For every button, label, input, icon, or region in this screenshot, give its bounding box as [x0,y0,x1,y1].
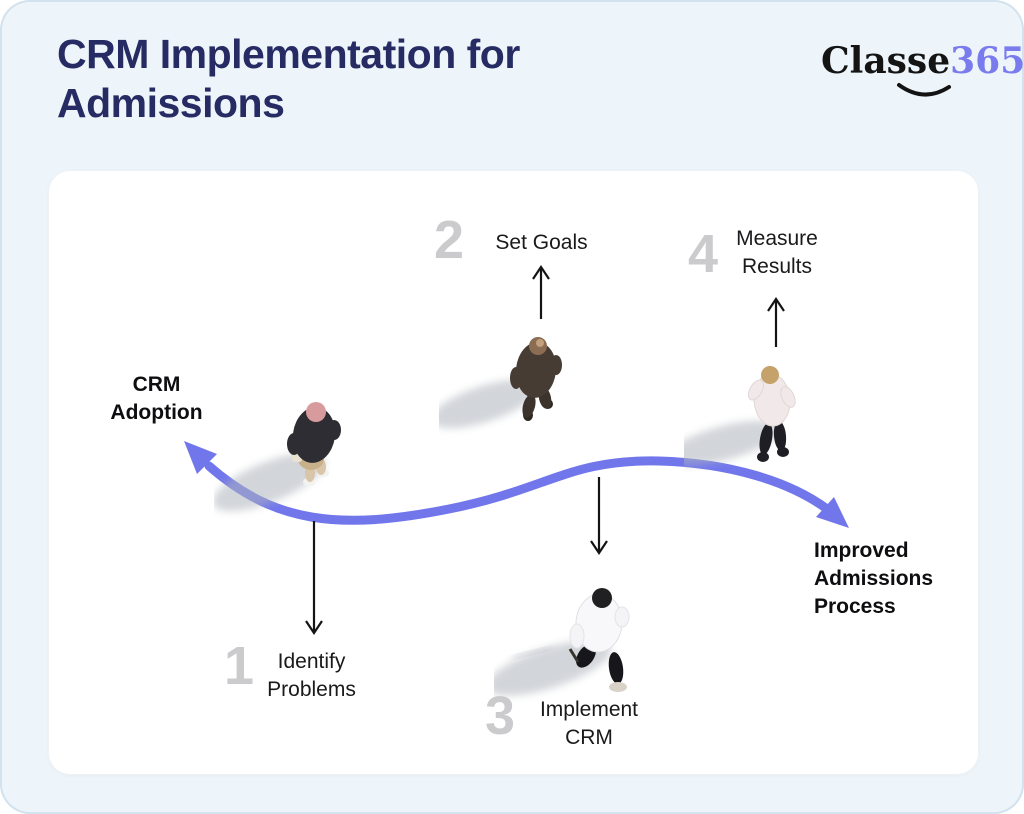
step-number-4: 4 [687,224,719,284]
page-title: CRM Implementation for Admissions [57,30,520,128]
arrow-down-step3 [590,477,608,555]
step-label-set-goals: Set Goals [495,231,588,254]
person-walking-suit-top-view [439,337,562,429]
endpoint-improved-admissions-process: Improved Admissions Process [814,539,934,618]
smile-icon [897,83,951,97]
step-label-implement-crm: Implement CRM [539,698,639,749]
classe365-logo: Classe365 [821,40,1024,102]
arrow-up-step4 [767,297,785,347]
step-label-measure-results: Measure Results [736,227,818,278]
person-walking-dark-jacket-top-view [214,402,341,512]
arrowhead-end [816,497,849,528]
person-standing-light-shirt-top-view [684,366,796,466]
step-label-identify-problems: Identify Problems [267,650,356,701]
page-title-line1: CRM Implementation for [57,31,520,77]
arrow-down-step1 [305,521,323,635]
diagram-card: 2 Set Goals 4 Measure Results CRM Adopti… [48,170,979,775]
page-title-line2: Admissions [57,80,285,126]
step-number-3: 3 [484,686,516,746]
logo-text-accent: 365 [950,40,1024,82]
arrowhead-start [184,441,217,474]
logo-text: Classe [821,40,951,82]
step-number-2: 2 [433,210,465,270]
endpoint-crm-adoption: CRM Adoption [110,373,203,424]
arrow-up-step2 [532,265,550,319]
person-striding-white-shirt-top-view [494,588,630,696]
step-number-1: 1 [223,636,255,696]
